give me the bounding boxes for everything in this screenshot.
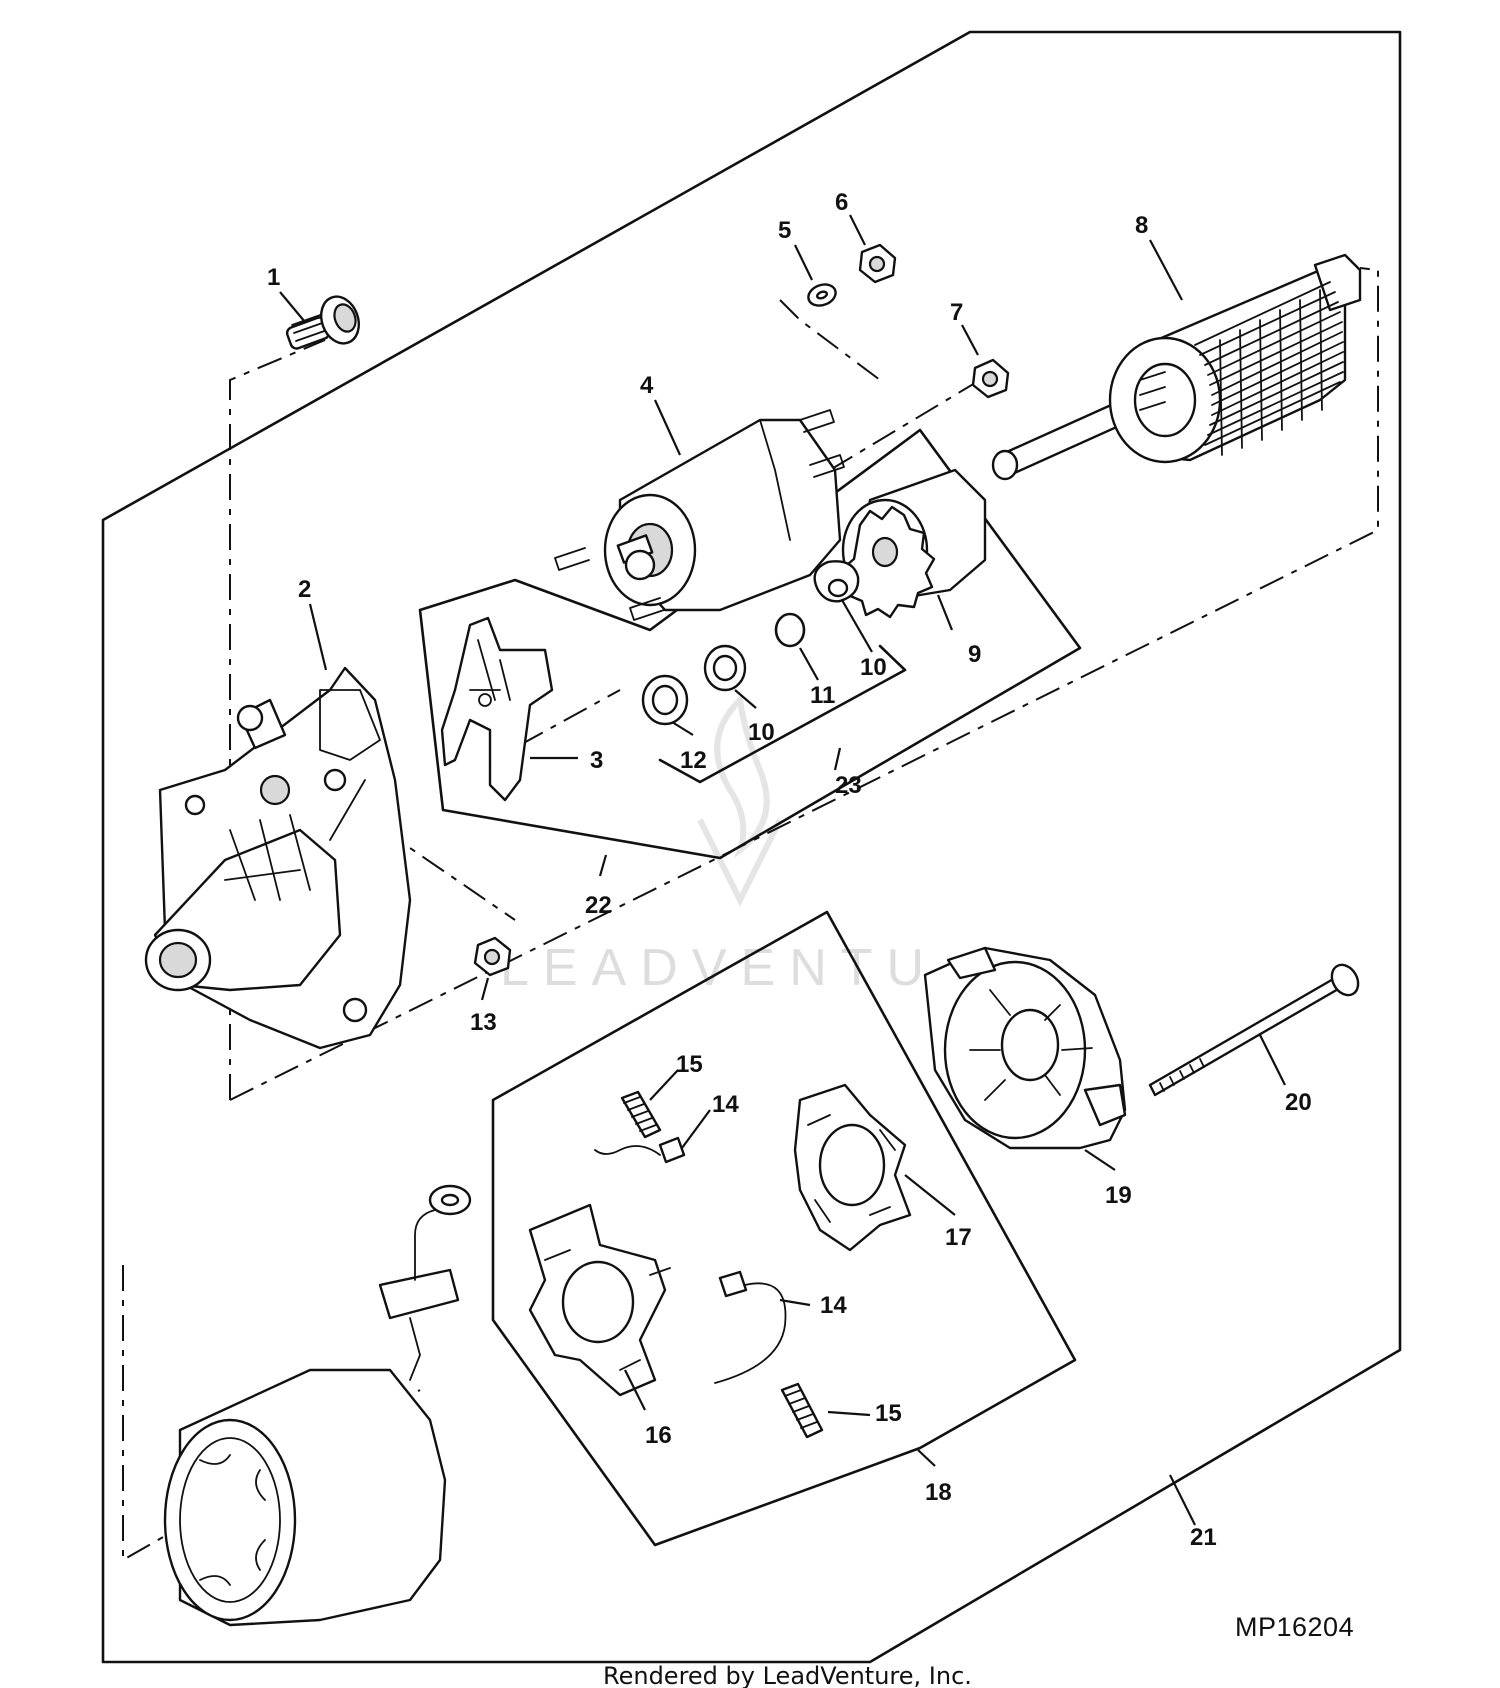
- part-5-lock-washer: [807, 283, 837, 307]
- part-1-flange-bolt: [285, 295, 361, 350]
- part-3-shift-lever: [440, 616, 554, 802]
- part-7-hex-nut: [971, 358, 1010, 399]
- part-13-nut: [473, 936, 512, 977]
- callout-5: 5: [778, 217, 791, 244]
- part-17-gasket-plate: [793, 1083, 912, 1252]
- part-15-spring-upper: [620, 1090, 662, 1139]
- assembly-boundary-22: [418, 428, 1082, 860]
- part-16-brush-holder: [528, 1203, 671, 1397]
- callout-3: 3: [590, 747, 603, 774]
- callout-20: 20: [1285, 1089, 1312, 1116]
- callout-21: 21: [1190, 1524, 1217, 1551]
- part-20-through-bolt: [1148, 963, 1360, 1097]
- callout-14-upper: 14: [712, 1091, 739, 1118]
- callout-18: 18: [925, 1479, 952, 1506]
- footer-credit: Rendered by LeadVenture, Inc.: [603, 1662, 972, 1688]
- field-frame-yoke: [163, 1184, 472, 1627]
- callout-16: 16: [645, 1422, 672, 1449]
- assembly-centerline: [229, 267, 1379, 1101]
- part-2-drive-end-housing: [144, 666, 412, 1050]
- callout-19: 19: [1105, 1182, 1132, 1209]
- part-9-pinion-drive: [840, 468, 987, 619]
- assembly-boundary-18: [491, 910, 1077, 1547]
- callout-13: 13: [470, 1009, 497, 1036]
- part-11-o-ring: [774, 612, 806, 648]
- callout-2: 2: [298, 576, 311, 603]
- part-14-brush-lower: [714, 1270, 787, 1384]
- leader-lines: [279, 214, 1286, 1526]
- callout-6: 6: [835, 189, 848, 216]
- callout-22: 22: [585, 892, 612, 919]
- callout-10-lower: 10: [748, 719, 775, 746]
- assembly-boundary-21: [101, 30, 1402, 1664]
- callout-17: 17: [945, 1224, 972, 1251]
- part-19-end-cover: [923, 946, 1127, 1150]
- part-8-armature: [991, 253, 1362, 481]
- callout-23: 23: [835, 772, 862, 799]
- part-14-brush-upper: [594, 1136, 686, 1164]
- watermark-text: LEADVENTU: [500, 939, 938, 997]
- callout-labels: 1 2 3 4 5 6 7 8 9 10 10 11 12 13 14 14 1…: [267, 189, 1312, 1551]
- part-15-spring-lower: [780, 1382, 824, 1439]
- callout-15-upper: 15: [676, 1051, 703, 1078]
- part-12-washer: [641, 674, 689, 726]
- part-6-hex-nut: [858, 243, 897, 284]
- part-4-solenoid: [554, 409, 845, 621]
- callout-11: 11: [810, 682, 835, 709]
- callout-8: 8: [1135, 212, 1148, 239]
- callout-1: 1: [267, 264, 280, 291]
- part-10-collar-lower: [703, 644, 747, 692]
- callout-12: 12: [680, 747, 707, 774]
- bracket-23: [658, 644, 907, 784]
- callout-9: 9: [968, 641, 981, 668]
- watermark-logo: LEADVENTU: [500, 693, 938, 997]
- part-10-snap-ring-upper: [813, 560, 860, 603]
- callout-7: 7: [950, 299, 963, 326]
- callout-4: 4: [640, 372, 654, 399]
- callout-10-upper: 10: [860, 654, 887, 681]
- callout-15-lower: 15: [875, 1400, 902, 1427]
- callout-14-lower: 14: [820, 1292, 847, 1319]
- figure-code: MP16204: [1235, 1612, 1354, 1642]
